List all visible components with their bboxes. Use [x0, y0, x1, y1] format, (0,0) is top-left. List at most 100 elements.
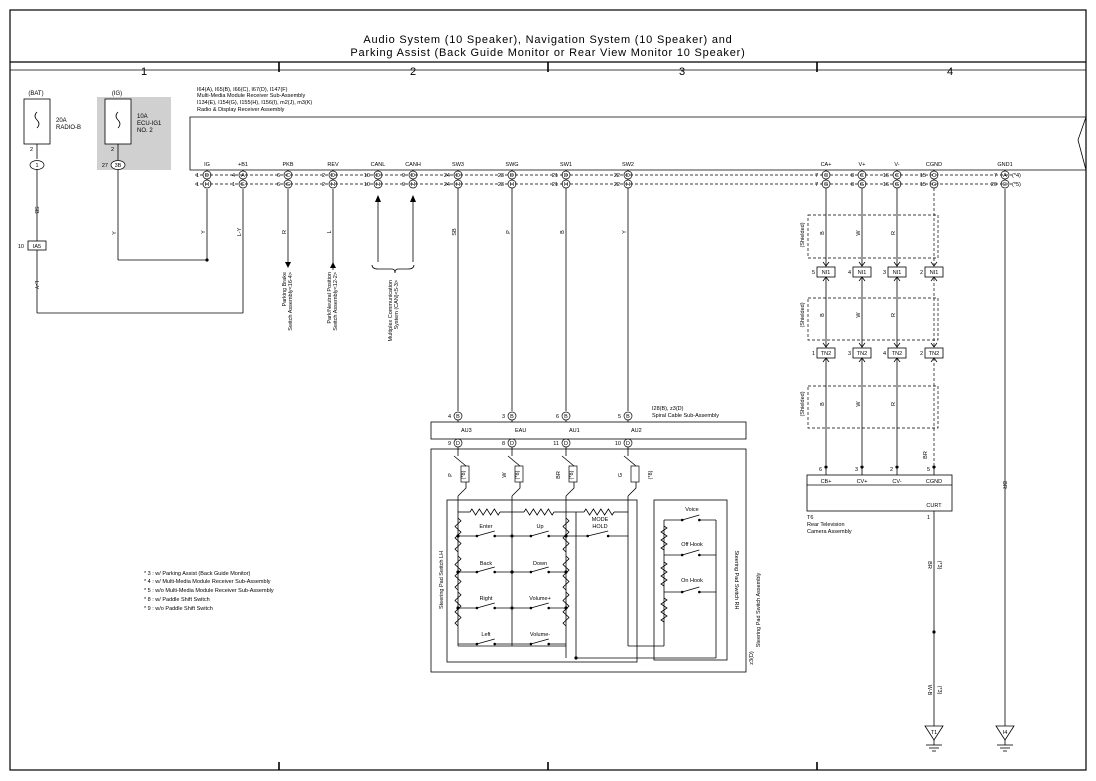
receiver-terminal-label: +B1 — [238, 162, 248, 168]
pin-number: 1 — [232, 182, 235, 188]
pin-number: 3 — [502, 414, 505, 420]
switch-hold: HOLD — [592, 524, 607, 530]
pin-number: 6 — [556, 414, 559, 420]
connector-letter: B — [564, 414, 568, 420]
wire-color-ly: L-Y — [33, 281, 39, 290]
connector-letter: D — [510, 173, 514, 179]
wire-color-r: R — [282, 230, 288, 234]
switch-left: Left — [481, 632, 491, 638]
ig-fuse-box — [104, 98, 132, 145]
receiver-name1: Multi-Media Module Receiver Sub-Assembly — [197, 93, 305, 99]
switch-blade — [476, 638, 495, 645]
gnd-note-5: (*5) — [1012, 182, 1021, 188]
wire-color-sb-sw3: SB — [452, 228, 458, 236]
switch-blade — [476, 530, 495, 537]
camera-pin: 6 — [819, 467, 822, 473]
pin-number: 21 — [552, 173, 558, 179]
connector-arrow — [893, 342, 901, 348]
spiral-terminal: AU1 — [569, 428, 580, 434]
camera-curt: CURT — [926, 503, 942, 509]
wire-color-y-sw2: Y — [622, 230, 628, 234]
connector-arrow — [930, 261, 938, 267]
connector-letter: G — [824, 182, 828, 188]
pin-number: 1 — [196, 173, 199, 179]
splice-point — [564, 606, 568, 610]
ig-connector — [110, 160, 126, 170]
receiver-terminal-label: REV — [327, 162, 339, 168]
legend-item: * 8 : w/ Paddle Shift Switch — [144, 597, 210, 603]
pin-number: 11 — [553, 441, 559, 447]
ni1-label: NI1 — [858, 270, 867, 276]
connector-letter: C — [932, 173, 936, 179]
connector-arrow — [930, 357, 938, 363]
switch-blade — [682, 514, 700, 521]
gnd-note-4: (*4) — [1012, 173, 1021, 179]
wire-color: W — [856, 312, 862, 318]
steering-assy-label: Steering Pad Switch Assembly — [756, 572, 762, 647]
connector-letter: D — [411, 173, 415, 179]
wire-color-y-ig: Y — [201, 230, 207, 234]
tn2-label: TN2 — [892, 351, 902, 357]
bat-fuse-box — [23, 98, 51, 145]
fuse-icon — [34, 111, 40, 129]
arrow-up — [330, 262, 336, 268]
pin-number: 7 — [815, 182, 818, 188]
wire-color-y: Y — [112, 231, 118, 235]
splice-point — [510, 606, 514, 610]
resistor — [469, 508, 501, 516]
switch-off-hook: Off Hook — [681, 542, 703, 548]
shielded-label-3: (Shielded) — [800, 391, 806, 416]
connector-bracket — [460, 465, 470, 483]
splice-point — [574, 656, 578, 660]
steering-conn: z3(D) — [749, 651, 755, 665]
camera-name2: Camera Assembly — [807, 529, 852, 535]
switch-contact — [512, 638, 566, 646]
ia5-label: IA5 — [33, 244, 41, 250]
connector-letter: H — [456, 182, 460, 188]
steering-lh-box — [446, 499, 638, 663]
pin-number: 16 — [883, 182, 889, 188]
connector-arrow — [822, 342, 830, 348]
connector-arrow — [822, 261, 830, 267]
steer-note: (*8) — [515, 470, 521, 479]
switch-contact — [566, 530, 628, 538]
shielded-label-1: (Shielded) — [800, 222, 806, 247]
switch-mode: MODE — [592, 517, 609, 523]
connector-letter: H — [564, 182, 568, 188]
camera-pin: 2 — [890, 467, 893, 473]
switch-contact — [664, 514, 716, 522]
switch-contact — [512, 530, 566, 538]
steer-note: (*8) — [648, 470, 654, 479]
ni1-label: NI1 — [930, 270, 939, 276]
pin-number: 15 — [920, 182, 926, 188]
spiral-terminal: EAU — [515, 428, 526, 434]
ni1-label: NI1 — [822, 270, 831, 276]
tn2-label: TN2 — [857, 351, 867, 357]
shield-box — [807, 214, 939, 259]
connector-letter: D — [626, 173, 630, 179]
pin-number: 21 — [552, 182, 558, 188]
switch-blade — [682, 549, 700, 556]
connector-letter: E — [241, 182, 245, 188]
connector-letter: H — [510, 182, 514, 188]
bat-pin: 2 — [30, 147, 33, 153]
steer-wire-w: W — [502, 472, 508, 478]
bat-source-label: (BAT) — [28, 91, 43, 97]
connector-letter: G — [860, 182, 864, 188]
receiver-conn-line2: I134(E), I154(G), I155(H), I156(I), m2(J… — [197, 100, 312, 106]
receiver-conn-line1: I64(A), I65(B), I66(C), I67(D), I147(F) — [197, 87, 288, 93]
receiver-terminal-label: SWG — [505, 162, 518, 168]
pin-number: 4 — [232, 173, 235, 179]
pin-number: 9 — [402, 173, 405, 179]
receiver-terminal-label: CANH — [405, 162, 421, 168]
switch-voice: Voice — [685, 507, 698, 513]
steering-assembly-box — [430, 448, 747, 673]
wire-color: B — [820, 313, 826, 317]
connector-letter: C — [895, 173, 899, 179]
tn2-label: TN2 — [821, 351, 831, 357]
switch-volume-down: Volume- — [530, 632, 550, 638]
pin-number: 2 — [920, 351, 923, 357]
wire-color-br: BR — [923, 451, 929, 459]
pin-number: 24 — [444, 182, 450, 188]
